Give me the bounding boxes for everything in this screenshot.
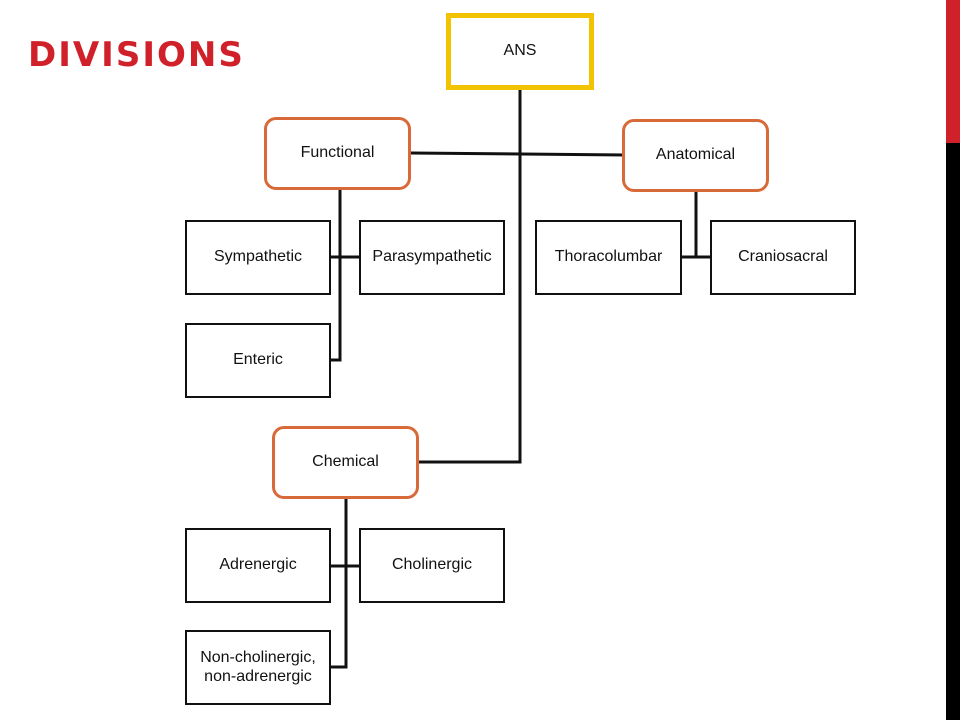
connector-chemical-stem bbox=[330, 497, 348, 669]
node-anatomical-label: Anatomical bbox=[655, 146, 736, 164]
node-chemical-label: Chemical bbox=[312, 453, 379, 471]
connector-ans-functional-anatomical bbox=[409, 151, 626, 157]
node-thoracolumbar: Thoracolumbar bbox=[535, 220, 682, 295]
node-sympathetic: Sympathetic bbox=[185, 220, 331, 295]
accent-bar-red bbox=[946, 0, 960, 143]
node-adrenergic: Adrenergic bbox=[185, 528, 331, 603]
node-craniosacral: Craniosacral bbox=[710, 220, 856, 295]
node-enteric-label: Enteric bbox=[233, 351, 283, 369]
node-parasympathetic-label: Parasympathetic bbox=[372, 248, 492, 266]
node-parasympathetic: Parasympathetic bbox=[359, 220, 505, 295]
node-ans-label: ANS bbox=[503, 42, 537, 60]
node-craniosacral-label: Craniosacral bbox=[738, 248, 828, 266]
node-cholinergic: Cholinergic bbox=[359, 528, 505, 603]
node-enteric: Enteric bbox=[185, 323, 331, 398]
connector-functional-stem bbox=[330, 188, 342, 362]
node-thoracolumbar-label: Thoracolumbar bbox=[554, 248, 663, 266]
node-chemical: Chemical bbox=[272, 426, 419, 499]
slide-title: DIVISIONS bbox=[28, 35, 245, 75]
node-cholinergic-label: Cholinergic bbox=[391, 556, 473, 574]
node-functional-label: Functional bbox=[300, 144, 375, 162]
node-functional: Functional bbox=[264, 117, 411, 190]
node-non-cholinergic-non-adrenergic: Non-cholinergic, non-adrenergic bbox=[185, 630, 331, 705]
node-anatomical: Anatomical bbox=[622, 119, 769, 192]
node-adrenergic-label: Adrenergic bbox=[219, 556, 297, 574]
node-ans: ANS bbox=[446, 13, 594, 90]
connector-ans-trunk bbox=[418, 88, 522, 464]
accent-bar-black bbox=[946, 143, 960, 720]
node-sympathetic-label: Sympathetic bbox=[213, 248, 303, 266]
node-non-cholinergic-non-adrenergic-label: Non-cholinergic, non-adrenergic bbox=[200, 649, 316, 685]
